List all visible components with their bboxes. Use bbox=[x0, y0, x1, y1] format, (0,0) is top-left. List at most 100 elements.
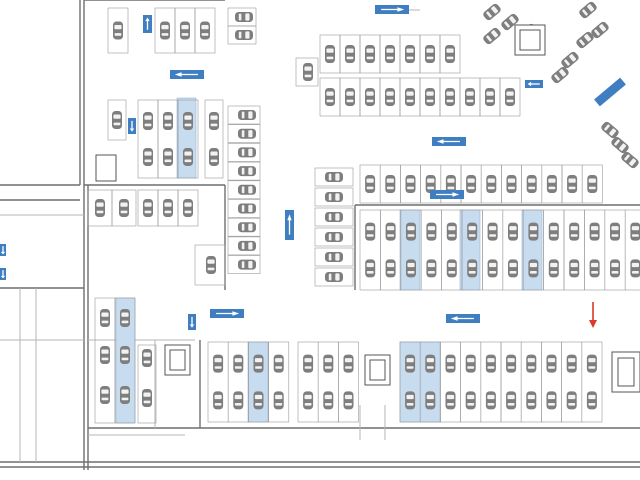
parking-bay-104 bbox=[227, 25, 257, 45]
parking-bay-168 bbox=[204, 99, 224, 179]
direction-arrow-icon bbox=[188, 314, 196, 330]
car-icon bbox=[446, 222, 457, 241]
car-icon bbox=[100, 309, 110, 327]
car-icon bbox=[238, 128, 256, 139]
parking-bay-218 bbox=[581, 341, 603, 423]
car-icon bbox=[273, 391, 284, 410]
parking-bay-182 bbox=[420, 209, 442, 291]
car-icon bbox=[546, 391, 557, 410]
car-icon bbox=[405, 45, 415, 63]
car-icon bbox=[546, 175, 557, 193]
parking-bay-229 bbox=[317, 341, 339, 423]
car-icon bbox=[485, 354, 496, 373]
car-icon bbox=[143, 199, 153, 217]
car-icon bbox=[365, 88, 375, 106]
parking-bay-122 bbox=[295, 57, 319, 87]
car-icon bbox=[610, 222, 620, 241]
car-icon bbox=[325, 45, 335, 63]
car-icon bbox=[303, 391, 314, 410]
car-icon bbox=[113, 21, 123, 40]
car-icon bbox=[528, 259, 539, 278]
car-icon bbox=[235, 12, 253, 22]
location-marker-icon bbox=[589, 302, 597, 328]
parking-bay-171 bbox=[137, 99, 159, 179]
car-icon bbox=[485, 88, 495, 106]
car-icon bbox=[445, 391, 456, 410]
car-icon bbox=[238, 166, 256, 177]
car-icon bbox=[569, 259, 580, 278]
car-icon bbox=[325, 212, 343, 222]
car-icon bbox=[325, 232, 343, 242]
parking-bay-164 bbox=[227, 161, 261, 181]
car-icon bbox=[385, 88, 395, 106]
car-icon bbox=[566, 354, 577, 373]
car-icon bbox=[325, 172, 343, 182]
car-icon bbox=[465, 354, 476, 373]
car-icon bbox=[200, 21, 210, 40]
car-icon bbox=[160, 21, 170, 40]
car-icon bbox=[100, 346, 110, 364]
car-icon bbox=[567, 175, 578, 193]
car-icon bbox=[566, 391, 577, 410]
parking-bay-222 bbox=[500, 341, 522, 423]
car-icon bbox=[238, 222, 256, 233]
car-icon bbox=[465, 88, 475, 106]
car-icon bbox=[120, 346, 130, 364]
car-icon bbox=[425, 45, 435, 63]
direction-arrow-icon bbox=[143, 15, 152, 33]
parking-bay-157 bbox=[314, 247, 354, 267]
car-icon bbox=[425, 354, 436, 373]
parking-bay-231 bbox=[268, 341, 290, 423]
direction-arrow-icon bbox=[128, 118, 136, 134]
car-icon bbox=[577, 0, 599, 20]
car-icon bbox=[548, 222, 559, 241]
parking-bay-115 bbox=[439, 34, 461, 74]
direction-arrow-icon bbox=[432, 137, 466, 146]
parking-bay-163 bbox=[227, 180, 261, 200]
parking-bay-158 bbox=[314, 267, 354, 287]
car-icon bbox=[163, 199, 173, 217]
building-walls bbox=[0, 0, 640, 470]
car-icon bbox=[526, 354, 537, 373]
car-icon bbox=[323, 391, 334, 410]
parking-bays bbox=[87, 7, 640, 424]
traffic-direction-arrows bbox=[0, 5, 626, 330]
car-icon bbox=[406, 259, 416, 278]
car-icon bbox=[143, 112, 153, 131]
car-icon bbox=[303, 354, 314, 373]
car-icon bbox=[385, 175, 396, 193]
car-icon bbox=[163, 147, 173, 166]
car-icon bbox=[343, 354, 354, 373]
car-icon bbox=[233, 391, 244, 410]
car-icon bbox=[206, 256, 216, 274]
parking-bay-230 bbox=[297, 341, 319, 423]
car-icon bbox=[487, 222, 498, 241]
parking-bay-236 bbox=[114, 297, 136, 424]
car-icon bbox=[238, 203, 256, 214]
parking-bay-153 bbox=[314, 167, 354, 187]
car-icon bbox=[406, 222, 416, 241]
car-icon bbox=[506, 391, 517, 410]
car-icon bbox=[235, 30, 253, 40]
parking-bay-159 bbox=[227, 255, 261, 274]
car-icon bbox=[481, 26, 503, 46]
car-icon bbox=[426, 222, 437, 241]
parking-bay-191 bbox=[604, 209, 626, 291]
parking-bay-170 bbox=[157, 99, 179, 179]
car-icon bbox=[481, 2, 503, 22]
car-icon bbox=[238, 259, 256, 270]
parking-bay-165 bbox=[227, 143, 261, 162]
car-icon bbox=[465, 391, 476, 410]
car-icon bbox=[445, 354, 456, 373]
interior-walls bbox=[0, 9, 420, 462]
parking-bay-132 bbox=[499, 77, 521, 117]
car-icon bbox=[445, 45, 455, 63]
car-icon bbox=[548, 259, 559, 278]
parking-bay-155 bbox=[314, 207, 354, 227]
parking-bay-186 bbox=[502, 209, 524, 291]
car-icon bbox=[445, 88, 455, 106]
car-icon bbox=[425, 88, 435, 106]
car-icon bbox=[365, 45, 375, 63]
car-icon bbox=[385, 259, 396, 278]
car-icon bbox=[365, 259, 376, 278]
